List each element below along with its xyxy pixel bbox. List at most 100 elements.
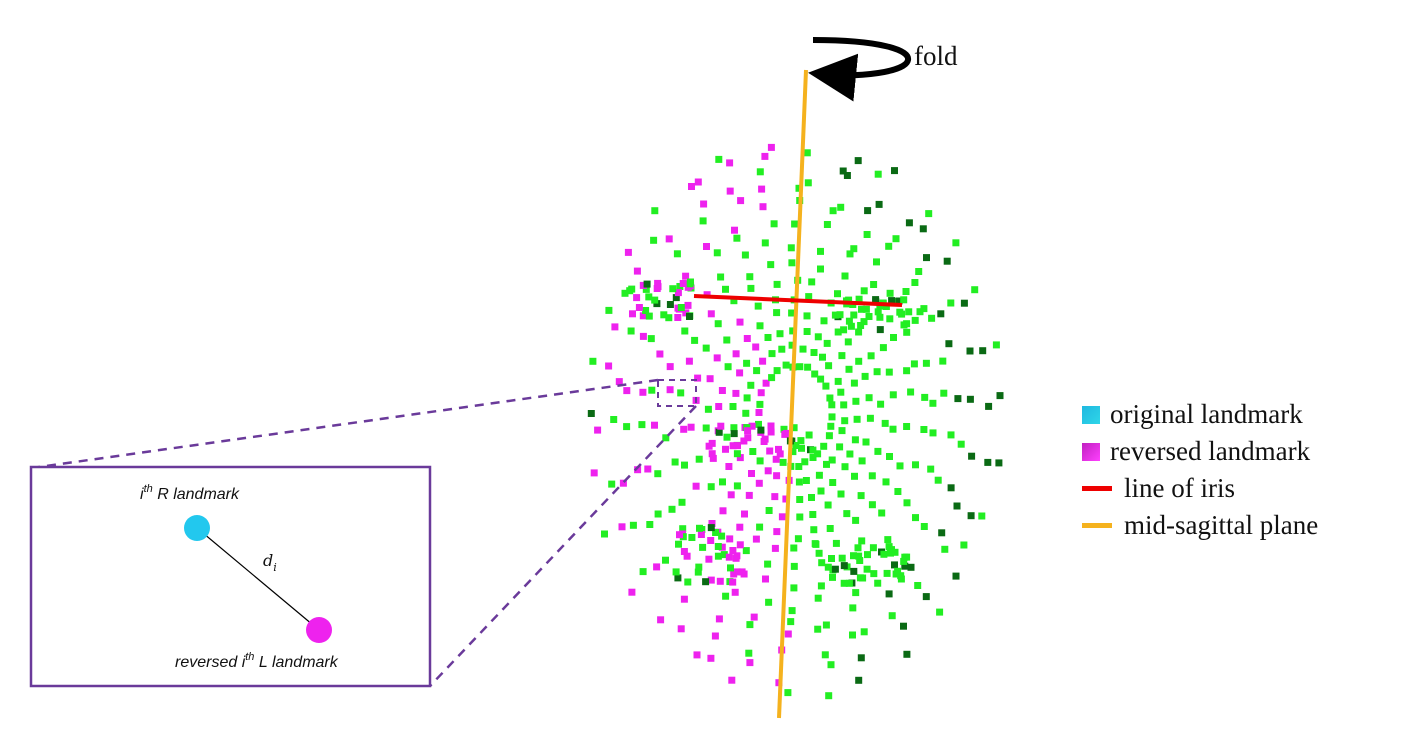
landmark-point	[722, 285, 729, 293]
landmark-point	[860, 628, 868, 636]
legend-label-iris: line of iris	[1124, 473, 1235, 503]
landmark-point	[782, 495, 790, 503]
landmark-point	[880, 550, 888, 558]
landmark-point	[662, 434, 670, 442]
landmark-point	[651, 207, 659, 215]
landmark-point	[709, 454, 717, 462]
landmark-point	[589, 357, 597, 365]
landmark-point	[809, 454, 817, 461]
landmark-point	[874, 308, 882, 316]
landmark-point	[803, 328, 811, 335]
landmark-point	[845, 579, 853, 587]
landmark-point	[868, 501, 876, 509]
landmark-point	[776, 450, 784, 458]
landmark-point	[822, 382, 830, 390]
landmark-point	[642, 285, 650, 293]
landmark-point	[754, 302, 762, 310]
landmark-point	[795, 184, 803, 192]
landmark-point	[831, 311, 839, 319]
landmark-point	[796, 363, 804, 371]
landmark-point	[814, 594, 822, 602]
landmark-point	[855, 552, 863, 560]
landmark-point	[875, 200, 883, 208]
landmark-point	[738, 568, 746, 576]
landmark-point	[744, 434, 752, 442]
landmark-point	[750, 613, 758, 621]
mid-sagittal-plane-line	[777, 69, 808, 719]
landmark-point	[730, 297, 738, 305]
landmark-point	[683, 552, 691, 560]
landmark-point	[654, 510, 662, 518]
landmark-point	[684, 578, 692, 586]
landmark-point	[736, 318, 744, 326]
landmark-point	[897, 572, 905, 580]
landmark-point	[688, 534, 696, 541]
landmark-point	[743, 359, 751, 367]
landmark-point	[743, 335, 751, 342]
landmark-point	[764, 560, 772, 568]
landmark-point	[695, 563, 703, 571]
fold-arrow-icon	[808, 37, 911, 102]
landmark-point	[960, 299, 968, 307]
landmark-point	[919, 225, 927, 233]
landmark-point	[621, 289, 629, 297]
landmark-point	[714, 320, 722, 328]
landmark-point	[669, 285, 677, 293]
landmark-point	[743, 394, 751, 402]
fold-label: fold	[914, 41, 958, 71]
landmark-point	[922, 359, 930, 367]
landmark-point	[771, 493, 779, 501]
landmark-point	[854, 157, 862, 165]
landmark-point	[896, 462, 904, 470]
landmark-point	[934, 476, 942, 484]
landmark-point	[873, 258, 880, 266]
landmark-point	[638, 421, 646, 429]
landmark-point	[802, 477, 810, 484]
landmark-point	[823, 339, 831, 347]
landmark-point	[895, 297, 903, 305]
landmark-point	[706, 375, 714, 383]
landmark-point	[874, 170, 882, 178]
landmark-point	[608, 480, 616, 488]
landmark-point	[707, 310, 715, 318]
landmark-point	[847, 322, 855, 330]
landmark-point	[920, 523, 928, 530]
landmark-point	[671, 458, 679, 466]
landmark-point	[815, 549, 823, 557]
landmark-point	[594, 426, 602, 434]
landmark-point	[633, 267, 641, 275]
landmark-point	[815, 471, 823, 479]
landmark-point	[729, 547, 737, 554]
landmark-point	[708, 520, 716, 527]
landmark-point	[808, 494, 815, 501]
landmark-point	[903, 367, 911, 375]
landmark-point	[966, 347, 974, 355]
landmark-point	[828, 555, 835, 562]
landmark-point	[901, 562, 909, 570]
landmark-point	[765, 507, 773, 514]
landmark-point	[746, 659, 754, 667]
landmark-point	[675, 540, 682, 548]
landmark-point	[757, 426, 765, 434]
landmark-point	[817, 247, 824, 255]
landmark-point	[865, 394, 873, 402]
landmark-point	[623, 423, 631, 431]
landmark-point	[891, 548, 899, 556]
landmark-point	[718, 532, 726, 540]
landmark-point	[729, 403, 737, 410]
landmark-point	[688, 183, 695, 190]
landmark-point	[778, 513, 786, 521]
landmark-point	[755, 479, 763, 487]
landmark-point	[747, 381, 755, 389]
landmark-point	[936, 608, 944, 616]
landmark-point	[898, 310, 906, 318]
landmark-point	[764, 467, 772, 475]
landmark-point	[716, 577, 724, 585]
legend-label-original: original landmark	[1110, 399, 1303, 429]
landmark-point	[681, 327, 689, 335]
landmark-point	[885, 590, 893, 598]
landmark-point	[624, 248, 632, 256]
landmark-point	[886, 315, 894, 323]
landmark-point	[834, 377, 842, 385]
landmark-point	[761, 152, 769, 160]
